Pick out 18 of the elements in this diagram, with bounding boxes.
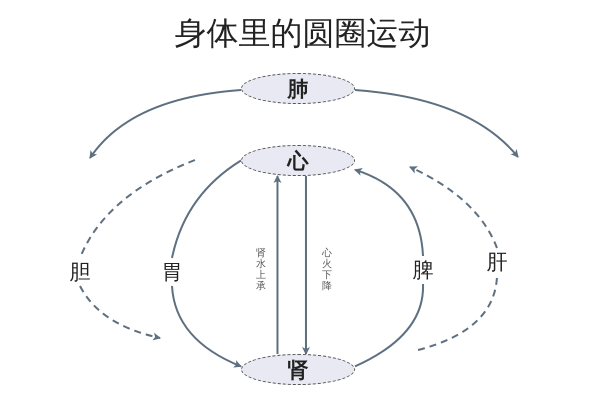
dashed-arrow [409,166,498,248]
arrow [354,168,424,256]
organ-ellipse: 心 [241,145,355,176]
dashed-arrow [79,286,161,340]
organ-label: 肝 [483,248,511,276]
diagram-title: 身体里的圆圈运动 [174,13,432,54]
arrow [302,176,310,355]
edge-label: 肾水上承 [256,248,266,292]
arrow [273,175,282,354]
arrow [354,89,519,158]
arrow [171,286,242,368]
organ-ellipse: 肺 [241,73,355,104]
organ-label: 胃 [158,258,186,286]
edge-label: 心火下降 [322,248,332,292]
organ-label: 胆 [66,258,94,286]
arrow [89,89,242,159]
organ-label: 脾 [409,256,437,284]
organ-ellipse: 肾 [241,354,355,385]
